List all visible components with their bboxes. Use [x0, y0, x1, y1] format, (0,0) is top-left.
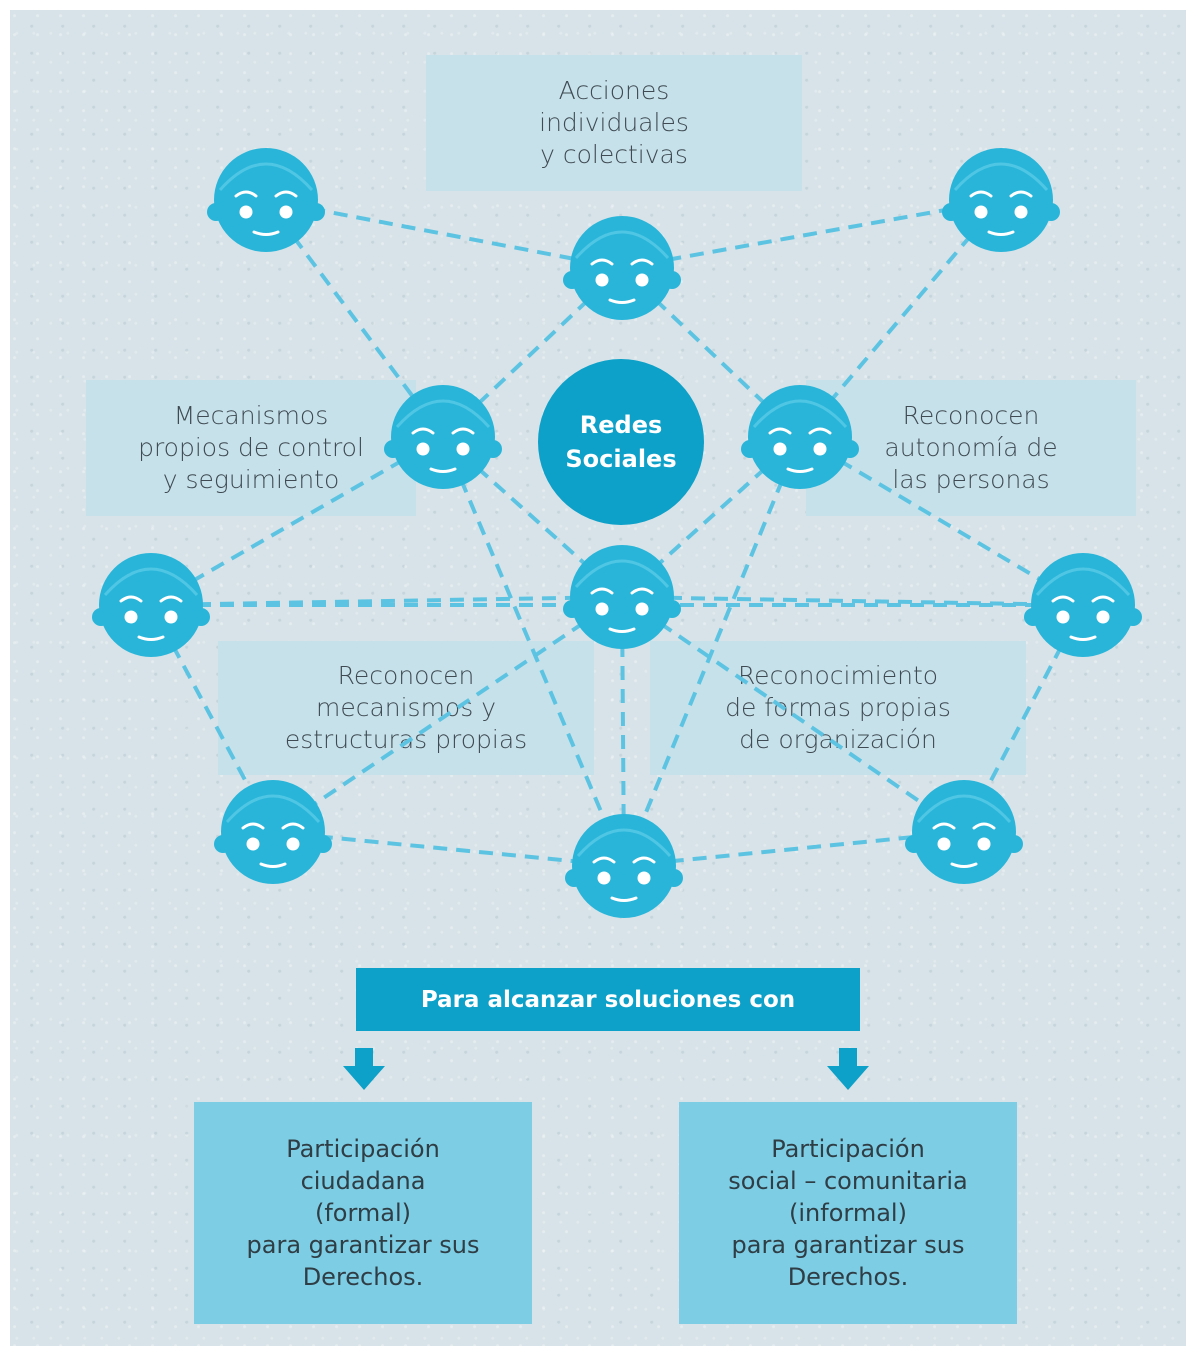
- child-face-icon: [741, 385, 859, 489]
- label-mecanismos-control: Mecanismos propios de control y seguimie…: [86, 380, 416, 516]
- dashed-link: [620, 595, 966, 834]
- child-face-icon: [565, 814, 683, 918]
- hub-redes-sociales: Redes Sociales: [538, 359, 704, 525]
- dashed-link: [622, 436, 802, 867]
- label-organizacion: Reconocimiento de formas propias de orga…: [650, 641, 1026, 775]
- output-participacion-formal: Participación ciudadana (formal) para ga…: [194, 1102, 532, 1324]
- child-face-icon: [563, 545, 681, 649]
- child-face-icon: [563, 216, 681, 320]
- child-face-icon: [207, 148, 325, 252]
- solutions-bar: Para alcanzar soluciones con: [356, 968, 860, 1031]
- dashed-link: [441, 435, 624, 599]
- child-face-icon: [384, 385, 502, 489]
- dashed-link: [272, 830, 625, 868]
- dashed-link: [798, 435, 1085, 607]
- dashed-link: [621, 198, 1002, 270]
- dashed-connections: [149, 198, 1085, 868]
- dashed-link: [150, 435, 444, 607]
- dashed-link: [621, 595, 1084, 607]
- dashed-link: [265, 198, 623, 270]
- arrow-down-icon: [343, 1048, 385, 1090]
- dashed-link: [620, 266, 802, 439]
- dashed-link: [620, 435, 802, 599]
- dashed-link: [623, 830, 965, 868]
- child-face-icon: [214, 780, 332, 884]
- label-autonomia: Reconocen autonomía de las personas: [806, 380, 1136, 516]
- dashed-link: [441, 266, 624, 439]
- people-faces: [92, 148, 1142, 918]
- label-estructuras: Reconocen mecanismos y estructuras propi…: [218, 641, 594, 775]
- label-acciones: Acciones individuales y colectivas: [426, 55, 802, 191]
- child-face-icon: [92, 553, 210, 657]
- child-face-icon: [942, 148, 1060, 252]
- child-face-icon: [905, 780, 1023, 884]
- dashed-link: [271, 595, 624, 834]
- child-face-icon: [1024, 553, 1142, 657]
- dashed-link: [441, 436, 626, 867]
- arrow-down-icon: [827, 1048, 869, 1090]
- output-participacion-informal: Participación social – comunitaria (info…: [679, 1102, 1017, 1324]
